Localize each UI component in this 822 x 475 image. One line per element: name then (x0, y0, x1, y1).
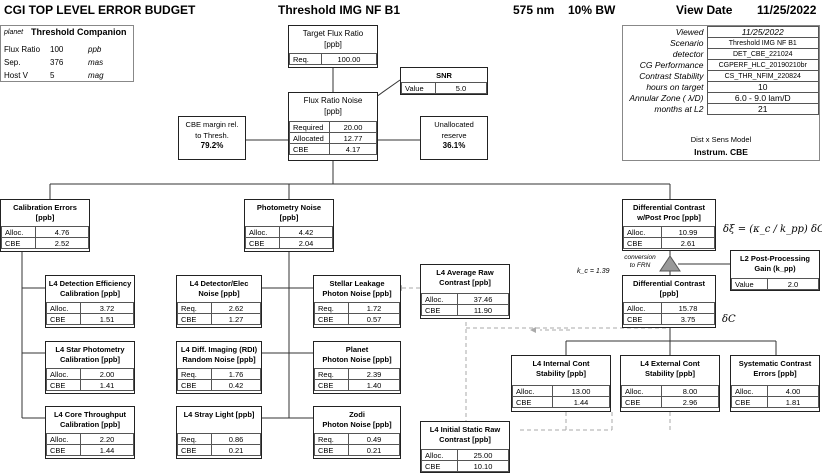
model-note: Dist x Sens Model (690, 135, 752, 144)
cbe-margin-box: CBE margin rel.to Thresh. 79.2% (178, 116, 246, 160)
dc-symbol: δC (722, 314, 736, 325)
unallocated-value: 36.1% (442, 141, 466, 150)
target-table: Req.100.00 (289, 53, 377, 65)
snr-title: SNR (436, 71, 452, 80)
l4-diff-imaging-box: L4 Diff. Imaging (RDI)Random Noise [ppb]… (176, 341, 262, 394)
bandwidth: 10% BW (568, 3, 616, 17)
l4diff-title: L4 Diff. Imaging (RDI)Random Noise [ppb] (180, 345, 258, 364)
scenario-title: Threshold IMG NF B1 (278, 3, 401, 17)
cal-title: Calibration Errors[ppb] (13, 203, 77, 222)
wavelength: 575 nm (513, 3, 555, 17)
model-name: Instrum. CBE (694, 147, 748, 157)
l4stray-title: L4 Stray Light [ppb] (183, 410, 255, 419)
kc-label: k_c = 1.39 (577, 268, 610, 275)
dc-title: Differential Contrast[ppb] (632, 279, 706, 298)
differential-contrast-box: Differential Contrast[ppb] Alloc.15.78 C… (622, 275, 716, 328)
cbe-margin-value: 79.2% (200, 141, 224, 150)
conversion-triangle (659, 255, 681, 272)
view-date: 11/25/2022 (757, 3, 817, 17)
planet-label: planet (4, 29, 24, 36)
formula: δξ = (κ_c / k_pp) δC (723, 224, 822, 235)
cbe-margin-title: CBE margin rel.to Thresh. (185, 120, 239, 140)
frn-title: Flux Ratio Noise[ppb] (303, 96, 363, 116)
budget-title: CGI TOP LEVEL ERROR BUDGET (4, 3, 196, 17)
target-title: Target Flux Ratio[ppb] (302, 29, 364, 49)
arrow-head (530, 327, 536, 333)
target-flux-ratio-box: Target Flux Ratio[ppb] Req.100.00 (288, 25, 378, 68)
view-date-label: View Date (676, 3, 733, 17)
planet-name: Threshold Companion (31, 27, 127, 37)
phot-title: Photometry Noise[ppb] (256, 203, 322, 222)
